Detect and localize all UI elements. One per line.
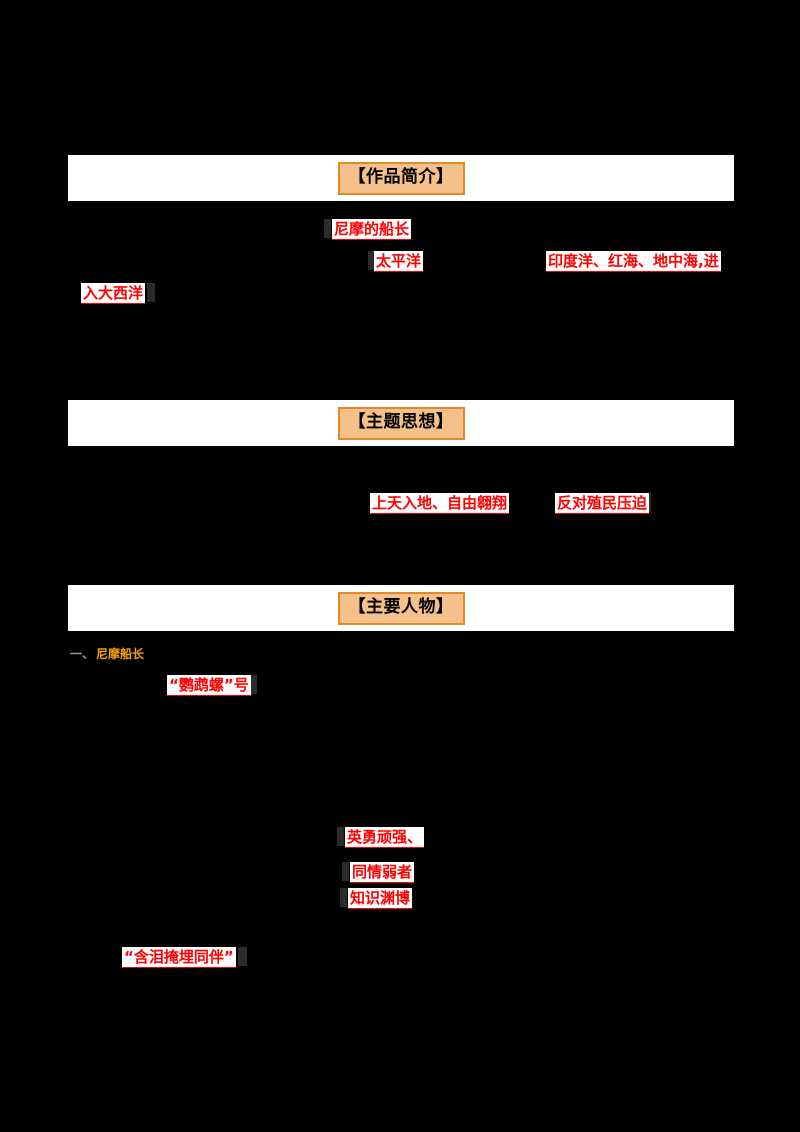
highlighted-text-h8[interactable]: 英勇顽强、 — [345, 827, 425, 848]
section-header-theme-thought[interactable]: 【主题思想】 — [337, 406, 465, 440]
highlighted-text-h4[interactable]: 入大西洋 — [81, 283, 146, 304]
section-band-work-intro: 【作品简介】 — [68, 155, 734, 201]
section-header-main-characters[interactable]: 【主要人物】 — [337, 591, 465, 625]
section-header-work-intro[interactable]: 【作品简介】 — [337, 161, 465, 195]
highlight-trailing-sliver — [147, 283, 155, 302]
highlight-trailing-sliver — [340, 888, 347, 907]
highlighted-text-h10[interactable]: 知识渊博 — [348, 888, 413, 909]
highlighted-text-h6[interactable]: 反对殖民压迫 — [555, 493, 650, 514]
character-list-item-nemo[interactable]: 尼摩船长 — [96, 647, 145, 661]
section-band-main-characters: 【主要人物】 — [68, 585, 734, 631]
highlighted-text-h9[interactable]: 同情弱者 — [350, 862, 415, 883]
section-band-theme-thought: 【主题思想】 — [68, 400, 734, 446]
highlighted-text-h11[interactable]: “含泪掩埋同伴” — [122, 947, 236, 968]
highlight-trailing-sliver — [368, 251, 374, 270]
highlighted-text-h5[interactable]: 上天入地、自由翱翔 — [370, 493, 510, 514]
character-list-index: 一、 — [70, 647, 95, 661]
highlight-trailing-sliver — [248, 675, 257, 694]
highlight-trailing-sliver — [342, 862, 349, 881]
highlighted-text-h1[interactable]: 尼摩的船长 — [332, 219, 412, 240]
highlighted-text-h2[interactable]: 太平洋 — [374, 251, 424, 272]
highlight-trailing-sliver — [238, 947, 247, 966]
highlighted-text-h3[interactable]: 印度洋、红海、地中海,进 — [546, 251, 721, 272]
highlighted-text-h7[interactable]: “鹦鹉螺”号 — [167, 675, 251, 696]
highlight-trailing-sliver — [337, 827, 344, 846]
highlight-trailing-sliver — [324, 219, 331, 238]
